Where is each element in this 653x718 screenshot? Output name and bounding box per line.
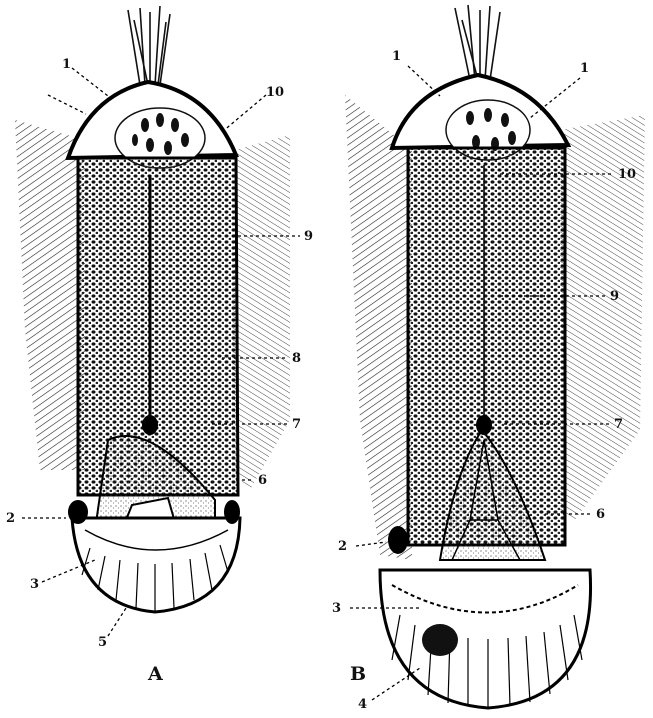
panel-a-label-5: 5 [98, 636, 107, 649]
panel-b-label-9: 9 [610, 290, 619, 303]
panel-a-node-7 [142, 415, 158, 435]
panel-a-basal-cup [72, 518, 240, 612]
panel-b-label-1-right: 1 [580, 62, 589, 75]
panel-a-label-2: 2 [6, 512, 15, 525]
panel-b-hair-tuft [455, 5, 500, 80]
panel-a-label-10: 10 [266, 86, 284, 99]
panel-b-node-2 [388, 526, 408, 554]
panel-a-left-fringe [15, 120, 85, 470]
panel-a-node-2 [68, 500, 88, 524]
panel-b-label-3: 3 [332, 602, 341, 615]
panel-b-node-4 [422, 624, 458, 656]
panel-a-drawing [15, 6, 290, 612]
panel-a-hair-tuft [128, 6, 170, 85]
panel-a-main-column [78, 158, 238, 495]
panel-b-label-2: 2 [338, 540, 347, 553]
panel-a-caption: A [148, 665, 163, 684]
panel-a-right-fringe [232, 135, 290, 490]
panel-a-label-7: 7 [292, 418, 301, 431]
panel-b-caption: B [350, 665, 366, 684]
panel-b-node-7 [476, 415, 492, 435]
panel-b-label-4: 4 [358, 698, 367, 711]
panel-b-label-6: 6 [596, 508, 605, 521]
panel-a-label-3: 3 [30, 578, 39, 591]
panel-b-drawing [345, 5, 645, 708]
panel-a-label-9: 9 [304, 230, 313, 243]
panel-b-label-1-left: 1 [392, 50, 401, 63]
panel-a-label-6: 6 [258, 474, 267, 487]
panel-b-basal-bulb [380, 570, 591, 708]
panel-b-label-7: 7 [614, 418, 623, 431]
panel-b-left-fringe [345, 95, 412, 560]
panel-b-label-10: 10 [618, 168, 636, 181]
panel-a-node-6 [224, 500, 240, 524]
panel-a-label-8: 8 [292, 352, 301, 365]
panel-a-label-1: 1 [62, 58, 71, 71]
